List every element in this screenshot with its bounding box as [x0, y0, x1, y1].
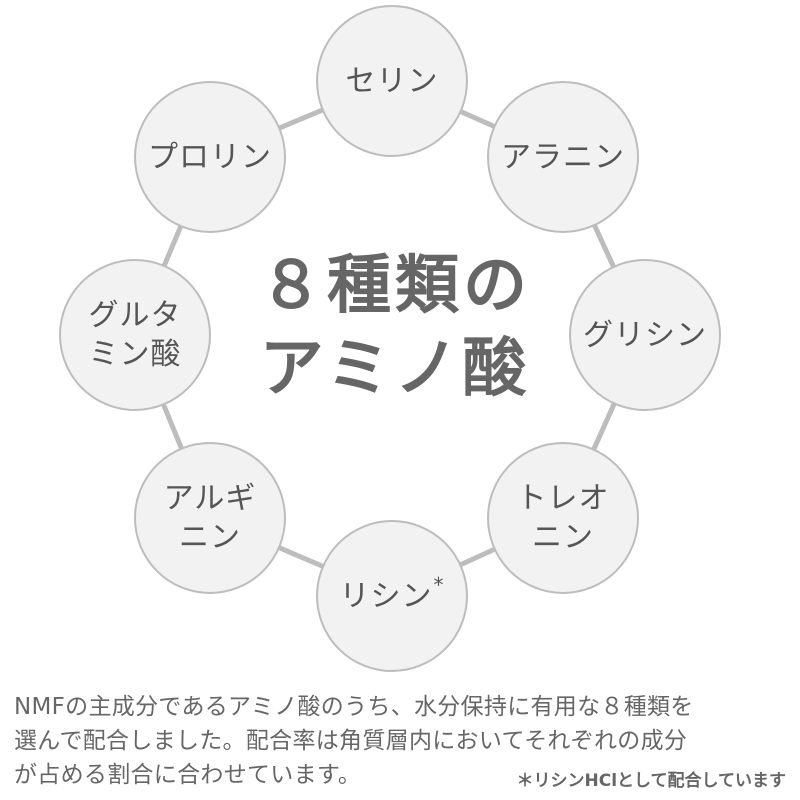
node-serine: セリン	[316, 5, 468, 157]
node-alanine: アラニン	[487, 81, 639, 233]
caption-text: NMFの主成分であるアミノ酸のうち、水分保持に有用な８種類を 選んで配合しました…	[14, 690, 794, 792]
amino-acid-diagram: セリン アラニン グリシン トレオ ニン リシン* アルギ ニン グルタ ミン酸…	[59, 5, 721, 672]
node-arginine: アルギ ニン	[134, 442, 286, 594]
caption-line2: 選んで配合しました。配合率は角質層内においてそれぞれの成分	[14, 728, 688, 754]
node-proline: プロリン	[134, 81, 286, 233]
node-lysine: リシン*	[316, 520, 468, 672]
node-threonine: トレオ ニン	[487, 442, 639, 594]
node-label-line1: グルタ	[88, 298, 182, 333]
caption-line3: が占める割合に合わせています。	[14, 762, 362, 788]
node-label: セリン	[345, 63, 439, 99]
node-label-line1: トレオ	[516, 481, 610, 516]
center-title: ８種類の アミノ酸	[230, 245, 560, 411]
node-label: プロリン	[148, 139, 272, 175]
node-glycine: グリシン	[569, 259, 721, 411]
caption-line1: NMFの主成分であるアミノ酸のうち、水分保持に有用な８種類を	[14, 694, 694, 720]
node-label-line1: アルギ	[163, 481, 257, 516]
node-label: リシン	[339, 578, 433, 614]
asterisk-mark: *	[433, 572, 445, 597]
node-label: アラニン	[501, 139, 625, 175]
footnote: ＊リシンHClとして配合しています	[516, 771, 786, 791]
node-label-line2: ニン	[179, 520, 241, 555]
node-label-line2: ニン	[532, 520, 594, 555]
center-title-line1: ８種類の	[259, 249, 531, 323]
node-label-line2: ミン酸	[88, 337, 182, 372]
node-label: グリシン	[583, 317, 707, 353]
node-glutamic-acid: グルタ ミン酸	[59, 259, 211, 411]
center-title-line2: アミノ酸	[259, 332, 531, 407]
